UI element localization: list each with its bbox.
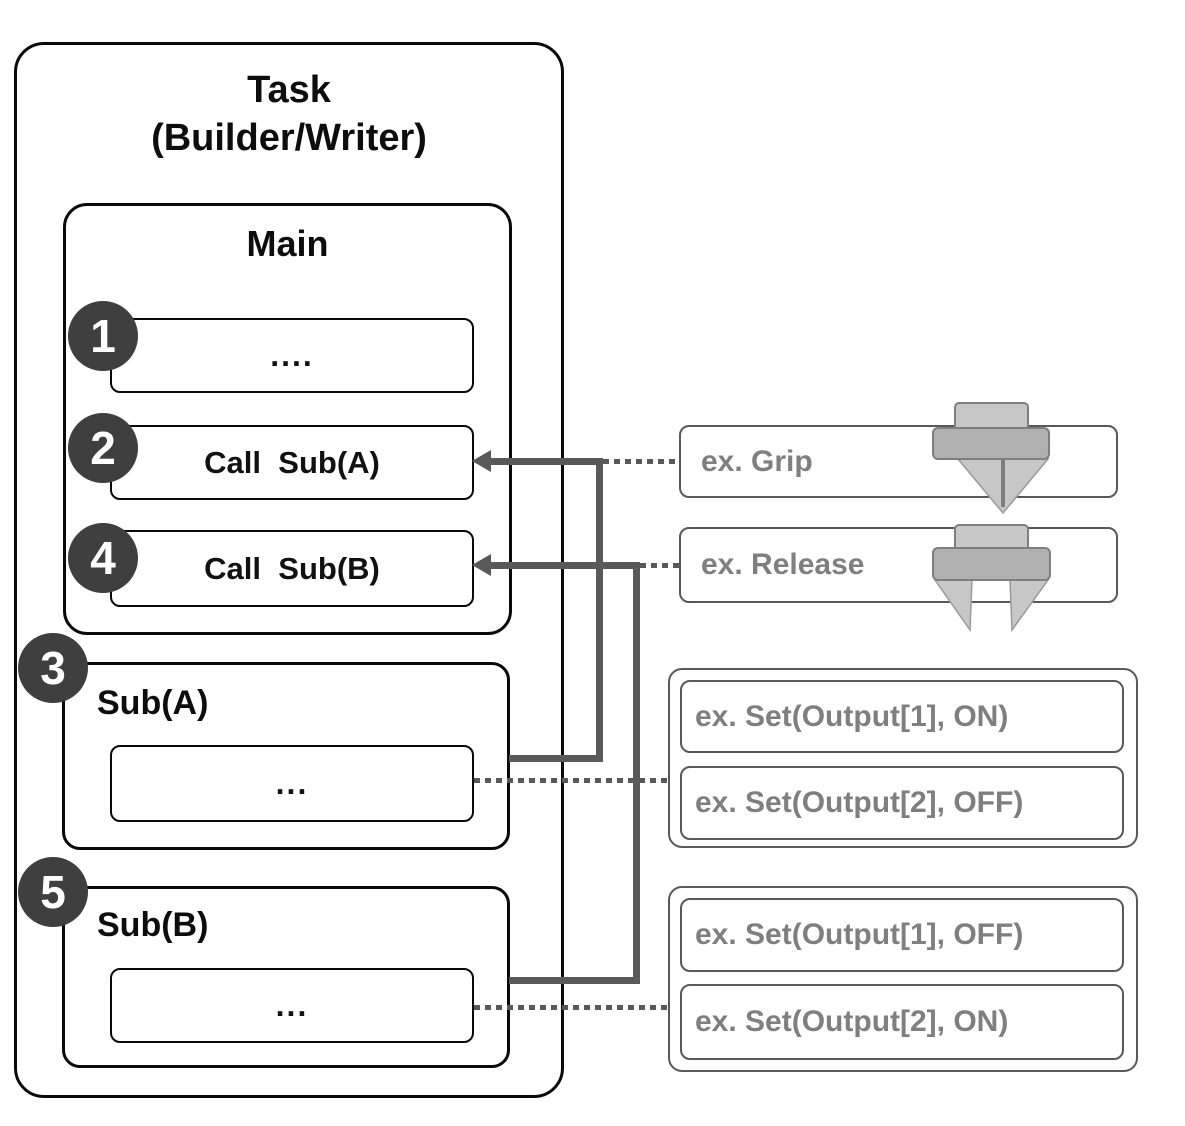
main-item-dots-label: .... [270,337,314,373]
arrow-into-call-sub-a-icon [472,450,491,472]
dotted-link-release [640,563,679,568]
gripper-open-icon [932,524,1051,633]
connector-sub-b-vertical [633,562,640,984]
example-release-label: ex. Release [701,548,865,581]
example-set-b1-box: ex. Set(Output[1], OFF) [680,898,1124,972]
gripper-closed-icon [932,402,1050,515]
example-release-box: ex. Release [679,527,1118,603]
call-sub-b-label: Call Sub(B) [204,550,380,586]
sub-a-title: Sub(A) [97,684,209,722]
sub-a-body-dots: ... [275,765,309,801]
connector-sub-a-bottom [509,755,603,762]
example-set-a2-box: ex. Set(Output[2], OFF) [680,766,1124,840]
task-title-line1: Task [247,69,331,111]
dotted-link-set-group-b [474,1005,668,1010]
example-set-b2-label: ex. Set(Output[2], ON) [695,1005,1009,1038]
sub-b-title: Sub(B) [97,906,209,944]
connector-sub-a-horizontal [489,458,603,465]
connector-sub-a-vertical [596,458,603,762]
step-badge-1: 1 [68,301,138,371]
task-title: Task (Builder/Writer) [14,66,564,162]
example-set-a1-label: ex. Set(Output[1], ON) [695,699,1009,733]
call-sub-a-box: Call Sub(A) [110,425,474,500]
step-badge-4: 4 [68,523,138,593]
main-title: Main [246,223,329,264]
sub-b-body-dots: ... [275,987,309,1023]
call-sub-a-label: Call Sub(A) [204,444,380,480]
example-set-a1-box: ex. Set(Output[1], ON) [680,680,1124,753]
call-sub-b-box: Call Sub(B) [110,530,474,607]
connector-sub-b-bottom [509,977,640,984]
step-badge-3: 3 [18,633,88,703]
example-set-b1-label: ex. Set(Output[1], OFF) [695,918,1024,951]
example-set-b2-box: ex. Set(Output[2], ON) [680,984,1124,1060]
sub-b-body-box: ... [110,968,474,1043]
dotted-link-grip [603,459,679,464]
connector-sub-b-horizontal [489,562,640,569]
main-item-dots-box: .... [110,318,474,393]
task-title-line2: (Builder/Writer) [151,117,427,159]
arrow-into-call-sub-b-icon [472,554,491,576]
dotted-link-set-group-a [474,778,668,783]
step-badge-5: 5 [18,857,88,927]
example-set-a2-label: ex. Set(Output[2], OFF) [695,786,1024,819]
example-grip-label: ex. Grip [701,444,813,478]
step-badge-2: 2 [68,413,138,483]
sub-a-body-box: ... [110,745,474,822]
example-grip-box: ex. Grip [679,425,1118,498]
